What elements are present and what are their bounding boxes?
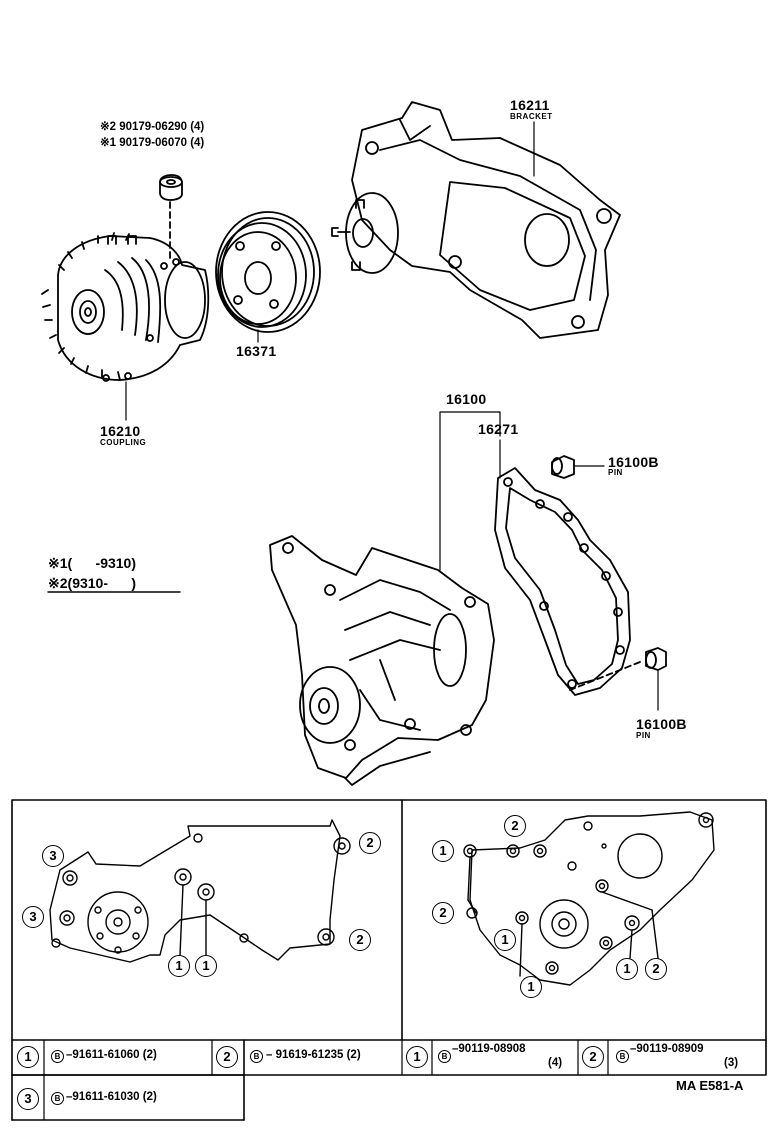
coupling-part-number: 16210 bbox=[100, 423, 141, 439]
callout-1-b: 1 bbox=[195, 955, 217, 977]
legend-right-2-qty: (3) bbox=[724, 1057, 739, 1069]
legend-left-3-part: –91611-61030 (2) bbox=[66, 1091, 157, 1103]
legend-left-3-bolt-icon: B bbox=[51, 1092, 64, 1105]
drawing-id: MA E581-A bbox=[676, 1078, 744, 1093]
bolt-panels bbox=[11, 799, 767, 1121]
callout-3-left: 3 bbox=[22, 906, 44, 928]
callout-2-lower-right: 2 bbox=[349, 929, 371, 951]
bracket-part-number: 16211 bbox=[510, 97, 550, 113]
leader-lines bbox=[125, 121, 535, 571]
callout-1-a: 1 bbox=[168, 955, 190, 977]
legend-left-1-part: –91611-61060 (2) bbox=[66, 1049, 157, 1061]
note-2: ※2(9310- ) bbox=[48, 576, 136, 590]
legend-left-1-bolt-icon: B bbox=[51, 1050, 64, 1063]
bracket-drawing bbox=[331, 101, 621, 339]
pin-upper-part-name: PIN bbox=[608, 468, 623, 477]
coupling-part-name: COUPLING bbox=[100, 438, 147, 447]
bolt-ref-1-label: ※1 90179-06070 (4) bbox=[100, 137, 205, 149]
callout-1-right: 1 bbox=[616, 958, 638, 980]
pin-lower-part-number: 16100B bbox=[636, 716, 687, 732]
pulley-drawing bbox=[215, 211, 321, 343]
bracket-part-name: BRACKET bbox=[510, 112, 553, 121]
callout-2-left: 2 bbox=[432, 902, 454, 924]
note-2-mark: ※2 bbox=[48, 575, 68, 591]
legend-left-2-bolt-icon: B bbox=[250, 1050, 263, 1063]
left-panel-drawing bbox=[49, 819, 351, 963]
gasket-drawing bbox=[494, 467, 631, 696]
callout-1-middle: 1 bbox=[494, 929, 516, 951]
note-2-range: (9310- ) bbox=[67, 575, 136, 591]
pin-upper-part-number: 16100B bbox=[608, 454, 659, 470]
callout-2-upper: 2 bbox=[504, 815, 526, 837]
pin-lower-part-name: PIN bbox=[636, 731, 651, 740]
fan-coupling-drawing bbox=[41, 232, 210, 382]
legend-right-1-part: –90119-08908 bbox=[452, 1043, 526, 1055]
legend-right-2-bolt-icon: B bbox=[616, 1050, 629, 1063]
water-pump-part-number: 16100 bbox=[446, 391, 487, 407]
bolt-nut-drawing bbox=[159, 174, 183, 263]
callout-2-upper-right: 2 bbox=[359, 832, 381, 854]
bolt-ref-2-label: ※2 90179-06290 (4) bbox=[100, 121, 205, 133]
callout-1-upper-left: 1 bbox=[432, 840, 454, 862]
legend-left-3-key: 3 bbox=[17, 1088, 39, 1110]
callout-2-right: 2 bbox=[645, 958, 667, 980]
water-pump-drawing bbox=[269, 535, 495, 786]
note-1: ※1( -9310) bbox=[48, 556, 136, 570]
legend-right-1-key: 1 bbox=[406, 1046, 428, 1068]
gasket-part-number: 16271 bbox=[478, 421, 519, 437]
pin-drawings bbox=[551, 455, 667, 711]
pulley-part-number: 16371 bbox=[236, 343, 277, 359]
legend-right-2-part: –90119-08909 bbox=[630, 1043, 704, 1055]
callout-1-bottom: 1 bbox=[520, 976, 542, 998]
legend-right-1-qty: (4) bbox=[548, 1057, 563, 1069]
legend-right-2-key: 2 bbox=[582, 1046, 604, 1068]
legend-left-2-part: – 91619-61235 (2) bbox=[266, 1049, 361, 1061]
legend-right-1-bolt-icon: B bbox=[438, 1050, 451, 1063]
legend-left-2-key: 2 bbox=[216, 1046, 238, 1068]
callout-3-top: 3 bbox=[42, 845, 64, 867]
legend-left-1-key: 1 bbox=[17, 1046, 39, 1068]
note-1-mark: ※1 bbox=[48, 555, 68, 571]
right-panel-drawing bbox=[463, 811, 715, 986]
note-1-range: ( -9310) bbox=[67, 555, 136, 571]
